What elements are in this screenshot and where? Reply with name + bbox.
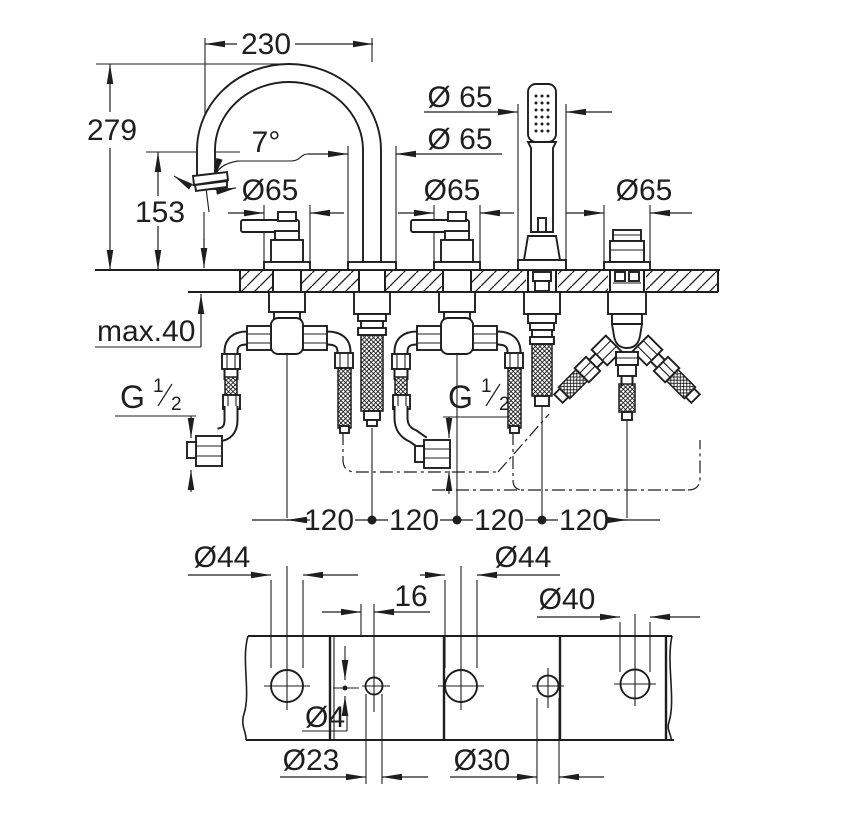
supply-routing-lines <box>342 413 701 491</box>
thread-label-left: G 1 2 <box>120 376 182 415</box>
spout <box>191 63 397 271</box>
diverter-valve-body <box>551 291 704 518</box>
thread-symbol: G <box>448 379 473 415</box>
handle-left <box>240 211 311 271</box>
dim-max-deck-thickness: max.40 <box>97 315 195 348</box>
thread-label-right: G 1 2 <box>448 376 510 415</box>
diverter-branch-right <box>633 336 704 407</box>
dim-spout-height: 279 <box>87 114 137 147</box>
thread-numerator: 1 <box>153 376 164 397</box>
hand-shower-holder-escutcheon <box>517 259 567 271</box>
diverter-escutcheon <box>603 261 651 271</box>
dim-spacing-3: 120 <box>474 504 524 537</box>
spout-escutcheon <box>347 261 397 271</box>
g-half-elbow-left <box>186 406 239 467</box>
dim-escutcheon-handle-right: Ø65 <box>424 174 481 207</box>
thread-denominator: 2 <box>171 394 182 415</box>
thread-denominator: 2 <box>499 394 510 415</box>
spout-connection <box>353 291 391 518</box>
g-half-elbow-right <box>393 406 451 469</box>
dim-escutcheon-handshower: Ø 65 <box>427 81 492 114</box>
dim-spout-angle: 7° <box>252 126 281 159</box>
dim-spacing-1: 120 <box>304 504 354 537</box>
handle-right <box>410 211 481 271</box>
dim-hole-handle-right: Ø44 <box>495 541 552 574</box>
bath-deck-section <box>95 269 720 293</box>
diverter-branch-left <box>551 336 622 407</box>
dim-hole-diverter: Ø40 <box>539 583 596 616</box>
dim-escutcheon-spout: Ø 65 <box>427 123 492 156</box>
dim-hole-handshower: Ø30 <box>454 744 511 777</box>
hand-shower-hose-connection <box>523 291 561 518</box>
thread-symbol: G <box>120 379 145 415</box>
dim-spacing-4: 120 <box>559 504 609 537</box>
dim-spacing-2: 120 <box>389 504 439 537</box>
dim-outlet-height: 153 <box>135 196 185 229</box>
handle-left-valve-body <box>222 292 353 518</box>
dim-pilot-hole: Ø4 <box>305 701 345 734</box>
spray-face-dots <box>534 94 550 133</box>
dim-spout-reach: 230 <box>241 28 291 61</box>
bottom-view-dimensions <box>188 571 700 784</box>
dim-escutcheon-handle-left: Ø65 <box>242 174 299 207</box>
drilling-template-view <box>241 566 674 741</box>
thread-numerator: 1 <box>481 376 492 397</box>
dim-pilot-offset: 16 <box>394 580 427 613</box>
dim-escutcheon-diverter: Ø65 <box>616 174 673 207</box>
dim-hole-handle-left: Ø44 <box>194 541 251 574</box>
hand-shower <box>517 83 567 271</box>
top-view-dimensions <box>95 38 692 525</box>
diverter <box>603 229 651 271</box>
dim-hole-spout: Ø23 <box>283 744 340 777</box>
